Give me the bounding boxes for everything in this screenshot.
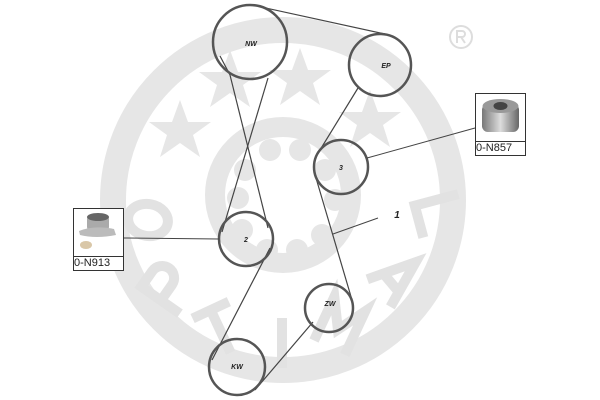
part-box-0-n913: 0-N913 [73, 208, 124, 271]
pulley-label-nw: NW [245, 41, 258, 48]
pulley-kw [207, 337, 267, 397]
tensioner-roller-image [482, 99, 519, 132]
leader-line-0-n913 [122, 237, 220, 240]
pulley-label-zw: ZW [324, 301, 337, 308]
watermark-letters [123, 189, 460, 368]
leader-line-0-n857 [366, 127, 476, 159]
belt-label: 1 [394, 210, 400, 221]
pulley-ep [347, 32, 413, 98]
pulley-label-3: 3 [339, 165, 343, 172]
pulley-3 [312, 138, 370, 196]
registered-mark-icon [449, 25, 473, 49]
pulley-label-ep: EP [381, 63, 391, 70]
pulley-zw [303, 282, 355, 334]
pulley-label-kw: KW [231, 364, 244, 371]
optimal-watermark-logo [100, 17, 466, 383]
part-code: 0-N857 [476, 141, 525, 155]
tensioner-pulley-image [79, 213, 116, 249]
pulley-label-2: 2 [243, 237, 248, 244]
timing-belt [211, 4, 386, 391]
pulley-nw [211, 3, 289, 81]
belt-leader-line [332, 217, 379, 235]
part-box-0-n857: 0-N857 [475, 93, 526, 156]
part-code: 0-N913 [74, 256, 123, 270]
